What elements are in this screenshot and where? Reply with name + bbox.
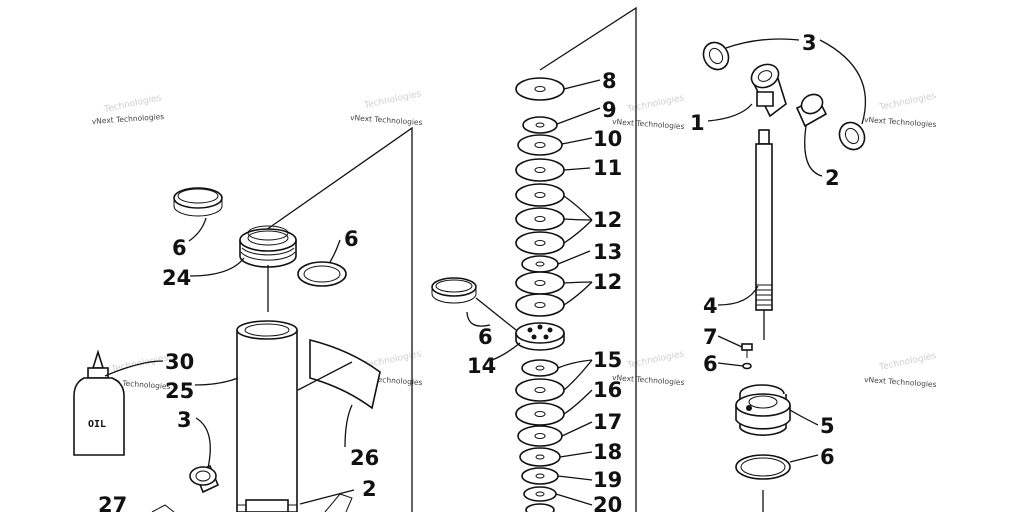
callout-24: 24 <box>162 266 191 290</box>
eyelet-part <box>750 63 787 118</box>
watermarks: Technologies vNext Technologies Technolo… <box>92 89 938 391</box>
callout-6: 6 <box>820 445 835 469</box>
snap-ring-part <box>173 187 223 217</box>
callout-6: 6 <box>478 325 493 349</box>
callout-2: 2 <box>362 477 377 501</box>
callout-20: 20 <box>593 493 622 512</box>
callout-12: 12 <box>593 270 622 294</box>
shim-stack-upper <box>515 134 565 317</box>
label-sticker-part <box>309 338 381 410</box>
spacer-part <box>795 93 828 128</box>
svg-text:Technologies: Technologies <box>878 91 938 113</box>
o-ring-small-part <box>742 362 752 370</box>
svg-text:Technologies: Technologies <box>878 351 938 373</box>
left-assembly: OIL <box>73 187 381 512</box>
watermark-text: vNext Technologies <box>612 117 685 131</box>
watermark-text: vNext Technologies <box>864 375 937 389</box>
watermark-text: vNext Technologies <box>612 373 685 387</box>
bushing-part <box>189 464 220 494</box>
bushing-part <box>838 121 866 151</box>
right-assembly <box>702 41 866 512</box>
callout-5: 5 <box>820 414 835 438</box>
oil-label: OIL <box>88 419 106 430</box>
o-ring-part <box>297 261 347 287</box>
callout-4: 4 <box>703 294 718 318</box>
watermark-text: vNext Technologies <box>350 113 423 127</box>
callout-18: 18 <box>593 440 622 464</box>
reservoir-body-part <box>236 320 298 512</box>
callout-26: 26 <box>350 446 379 470</box>
callout-8: 8 <box>602 69 617 93</box>
callout-15: 15 <box>593 348 622 372</box>
oil-bottle-part: OIL <box>73 349 125 456</box>
screw-part <box>741 343 753 358</box>
callout-16: 16 <box>593 378 622 402</box>
watermark-text: vNext Technologies <box>864 115 937 129</box>
o-ring-part <box>735 454 791 480</box>
bushing-part <box>702 41 730 71</box>
callout-10: 10 <box>593 127 622 151</box>
callout-labels: 6 24 6 30 25 3 26 2 27 8 9 10 11 12 13 1… <box>98 31 840 512</box>
seal-head-part <box>735 384 791 436</box>
callout-6: 6 <box>344 227 359 251</box>
callout-2: 2 <box>825 166 840 190</box>
callout-27: 27 <box>98 493 127 512</box>
callout-19: 19 <box>593 468 622 492</box>
leader-lines <box>104 38 867 506</box>
center-valve-stack <box>431 77 565 512</box>
piston-band-part <box>431 277 477 304</box>
callout-1: 1 <box>690 111 705 135</box>
shim-stack-lower <box>515 359 565 512</box>
svg-text:Technologies: Technologies <box>626 93 686 115</box>
svg-text:Technologies: Technologies <box>363 89 423 111</box>
piston-part <box>515 322 565 351</box>
callout-6: 6 <box>703 352 718 376</box>
callout-7: 7 <box>703 325 718 349</box>
callout-12: 12 <box>593 208 622 232</box>
callout-17: 17 <box>593 410 622 434</box>
washer-8 <box>515 77 565 101</box>
callout-25: 25 <box>165 379 194 403</box>
callout-30: 30 <box>165 350 194 374</box>
assembly-frames <box>265 6 637 512</box>
callout-13: 13 <box>593 240 622 264</box>
callout-3: 3 <box>177 408 192 432</box>
washer-9 <box>522 116 558 134</box>
callout-3: 3 <box>802 31 817 55</box>
callout-11: 11 <box>593 156 622 180</box>
watermark-text: vNext Technologies <box>92 112 165 126</box>
svg-text:Technologies: Technologies <box>626 349 686 371</box>
callout-9: 9 <box>602 98 617 122</box>
callout-6: 6 <box>172 236 187 260</box>
shaft-part <box>755 129 773 311</box>
callout-14: 14 <box>467 354 496 378</box>
seal-head-part <box>239 225 297 268</box>
